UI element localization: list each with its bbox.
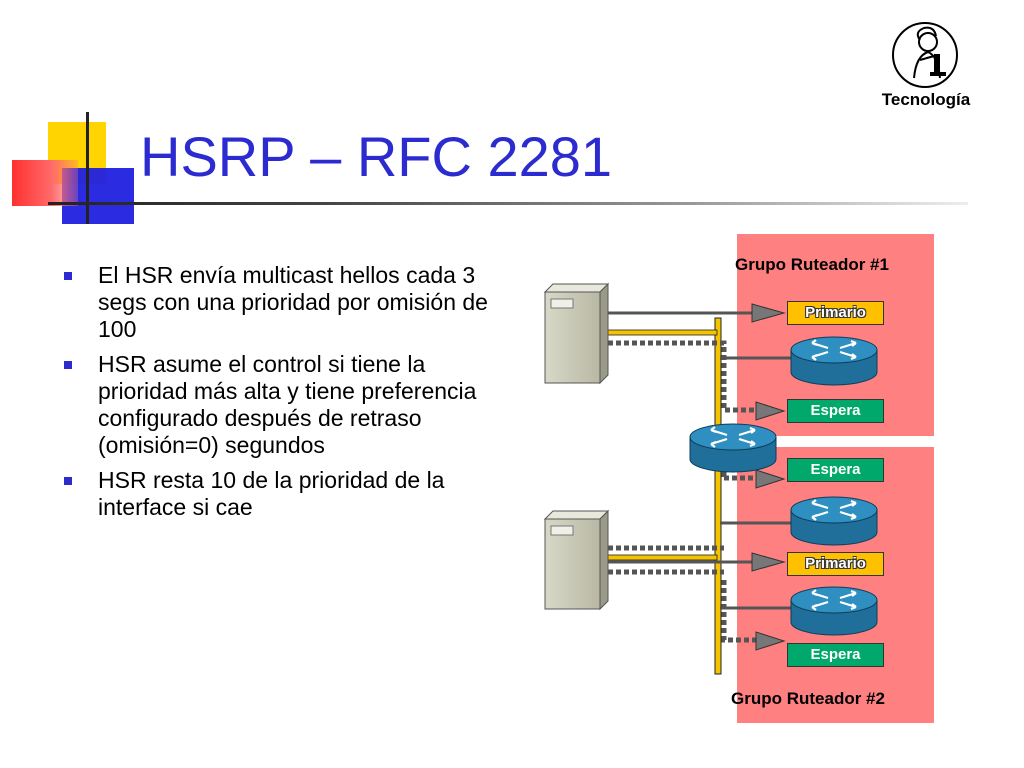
router-group2-top-icon (790, 496, 878, 546)
bullet-item: HSR resta 10 de la prioridad de la inter… (60, 467, 490, 521)
square-bullet-icon (64, 272, 72, 280)
bullet-text: HSR resta 10 de la prioridad de la inter… (98, 467, 445, 520)
router-group-2 (737, 447, 934, 723)
decor-red-bar (12, 160, 78, 206)
group2-label: Grupo Ruteador #2 (731, 689, 885, 708)
slide-title: HSRP – RFC 2281 (140, 125, 613, 188)
bullet-list: El HSR envía multicast hellos cada 3 seg… (60, 262, 490, 529)
bullet-item: HSR asume el control si tiene la priorid… (60, 351, 490, 459)
square-bullet-icon (64, 477, 72, 485)
bullet-text: HSR asume el control si tiene la priorid… (98, 351, 477, 458)
group2-primary-tag: Primario (787, 552, 884, 576)
title-underline (48, 202, 968, 205)
router-group2-bottom-icon (790, 586, 878, 636)
router-group1-icon (790, 336, 878, 386)
bullet-item: El HSR envía multicast hellos cada 3 seg… (60, 262, 490, 343)
scientist-microscope-icon (880, 20, 970, 95)
server-bottom (543, 509, 610, 611)
logo-label: Tecnología (881, 90, 971, 109)
group1-standby-tag: Espera (787, 399, 884, 423)
router-central-icon (689, 423, 777, 473)
bullet-text: El HSR envía multicast hellos cada 3 seg… (98, 262, 488, 342)
group2-standby-tag: Espera (787, 458, 884, 482)
solid-links (603, 303, 792, 651)
server-top (543, 282, 610, 385)
group2-standby-bottom-tag: Espera (787, 643, 884, 667)
virtual-links (608, 340, 760, 643)
decor-vertical-line (86, 112, 89, 224)
group1-label: Grupo Ruteador #1 (735, 255, 889, 274)
square-bullet-icon (64, 361, 72, 369)
group1-primary-tag: Primario (787, 301, 884, 325)
ethernet-bus (714, 317, 722, 675)
